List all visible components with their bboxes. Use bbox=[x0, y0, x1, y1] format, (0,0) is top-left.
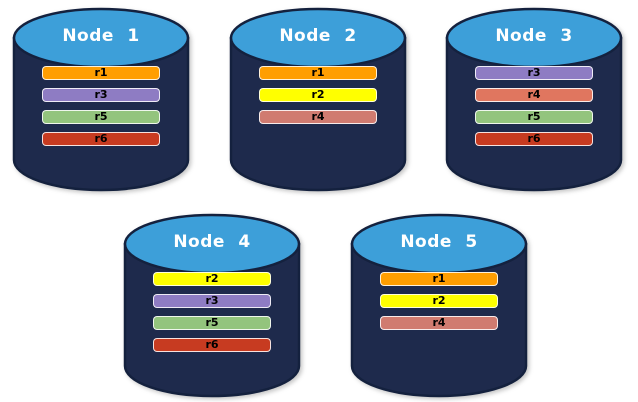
replica-bar: r6 bbox=[42, 132, 160, 146]
replica-bar: r1 bbox=[42, 66, 160, 80]
node-title: Node 1 bbox=[62, 26, 140, 46]
replica-bar: r6 bbox=[153, 338, 271, 352]
node-1: Node 1 r1 r3 r5 r6 bbox=[11, 6, 191, 192]
replica-list: r1 r2 r4 bbox=[380, 272, 498, 338]
replica-bar: r3 bbox=[42, 88, 160, 102]
replica-bar: r2 bbox=[380, 294, 498, 308]
replica-list: r3 r4 r5 r6 bbox=[475, 66, 593, 154]
replica-bar: r4 bbox=[380, 316, 498, 330]
replica-bar: r5 bbox=[475, 110, 593, 124]
replica-list: r2 r3 r5 r6 bbox=[153, 272, 271, 360]
node-title: Node 3 bbox=[495, 26, 573, 46]
replica-bar: r4 bbox=[259, 110, 377, 124]
node-2: Node 2 r1 r2 r4 bbox=[228, 6, 408, 192]
node-title: Node 5 bbox=[400, 232, 478, 252]
node-title: Node 4 bbox=[173, 232, 251, 252]
replica-bar: r3 bbox=[475, 66, 593, 80]
replica-bar: r1 bbox=[380, 272, 498, 286]
replica-bar: r2 bbox=[153, 272, 271, 286]
replica-list: r1 r3 r5 r6 bbox=[42, 66, 160, 154]
replica-bar: r1 bbox=[259, 66, 377, 80]
node-3: Node 3 r3 r4 r5 r6 bbox=[444, 6, 624, 192]
replica-bar: r5 bbox=[153, 316, 271, 330]
replica-bar: r4 bbox=[475, 88, 593, 102]
replica-bar: r5 bbox=[42, 110, 160, 124]
replica-bar: r6 bbox=[475, 132, 593, 146]
replica-bar: r3 bbox=[153, 294, 271, 308]
node-5: Node 5 r1 r2 r4 bbox=[349, 212, 529, 398]
node-title: Node 2 bbox=[279, 26, 357, 46]
replica-bar: r2 bbox=[259, 88, 377, 102]
node-4: Node 4 r2 r3 r5 r6 bbox=[122, 212, 302, 398]
replica-list: r1 r2 r4 bbox=[259, 66, 377, 132]
